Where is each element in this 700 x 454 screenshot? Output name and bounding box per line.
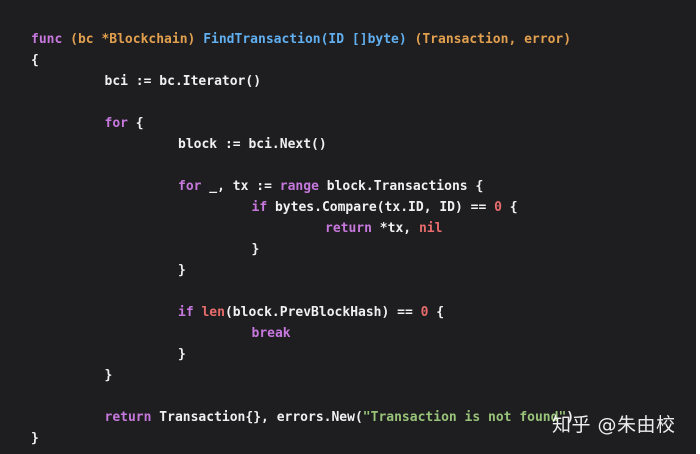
code-token: nil (418, 221, 443, 236)
watermark: 知乎 @朱由校 (552, 414, 676, 436)
code-token: func (31, 32, 63, 47)
code-token: return (325, 221, 372, 236)
code-token: 0 (420, 305, 429, 320)
code-token: (block.PrevBlockHash) == (224, 305, 421, 320)
code-token: Transaction{}, errors.New( (151, 410, 363, 425)
code-token: "Transaction is not found" (362, 410, 567, 425)
code-token: bytes.Compare(tx.ID, ID) == (267, 200, 495, 215)
code-line: for _, tx := range block.Transactions { (178, 179, 483, 195)
code-token: } (178, 263, 186, 278)
code-token: (Transaction, error) (414, 32, 572, 47)
code-token (62, 32, 70, 47)
code-token: if (251, 200, 268, 215)
code-token: } (251, 242, 260, 257)
code-token: { (428, 305, 445, 320)
code-line: } (31, 431, 39, 447)
code-line: } (252, 242, 260, 258)
code-line: for { (105, 116, 144, 132)
code-line: { (31, 53, 39, 69)
code-token: return (104, 410, 152, 425)
code-line: if len(block.PrevBlockHash) == 0 { (178, 305, 444, 321)
code-line: return *tx, nil (325, 221, 442, 237)
code-token: } (104, 368, 113, 383)
code-token: { (127, 116, 144, 131)
code-line: func (bc *Blockchain) FindTransaction(ID… (31, 32, 571, 48)
code-line: break (252, 326, 291, 342)
code-line: } (178, 347, 186, 363)
code-token: block.Transactions { (318, 179, 484, 194)
code-line: bci := bc.Iterator() (105, 74, 262, 90)
code-token: } (31, 431, 39, 446)
code-token: bci := bc.Iterator() (104, 74, 262, 89)
code-token: for (178, 179, 202, 194)
code-token: { (501, 200, 518, 215)
code-token: (bc *Blockchain) (70, 32, 196, 47)
code-token: break (251, 326, 291, 341)
code-line: } (178, 263, 186, 279)
code-token: ) (566, 410, 575, 425)
code-token: } (178, 347, 186, 362)
code-line: } (105, 368, 113, 384)
code-token: if (178, 305, 194, 320)
code-line: block := bci.Next() (178, 137, 327, 153)
code-token: (ID []byte) (320, 32, 407, 47)
code-token: len (201, 305, 225, 320)
code-token: block := bci.Next() (178, 137, 327, 152)
code-token: { (31, 53, 39, 68)
code-token: FindTransaction (203, 32, 321, 47)
code-token: _, tx := (201, 179, 280, 194)
code-token: 0 (494, 200, 502, 215)
code-token: *tx, (371, 221, 419, 236)
code-token: for (104, 116, 128, 131)
code-token: range (279, 179, 319, 194)
code-line: if bytes.Compare(tx.ID, ID) == 0 { (252, 200, 518, 216)
code-token (407, 32, 415, 47)
code-line: return Transaction{}, errors.New("Transa… (105, 410, 575, 426)
